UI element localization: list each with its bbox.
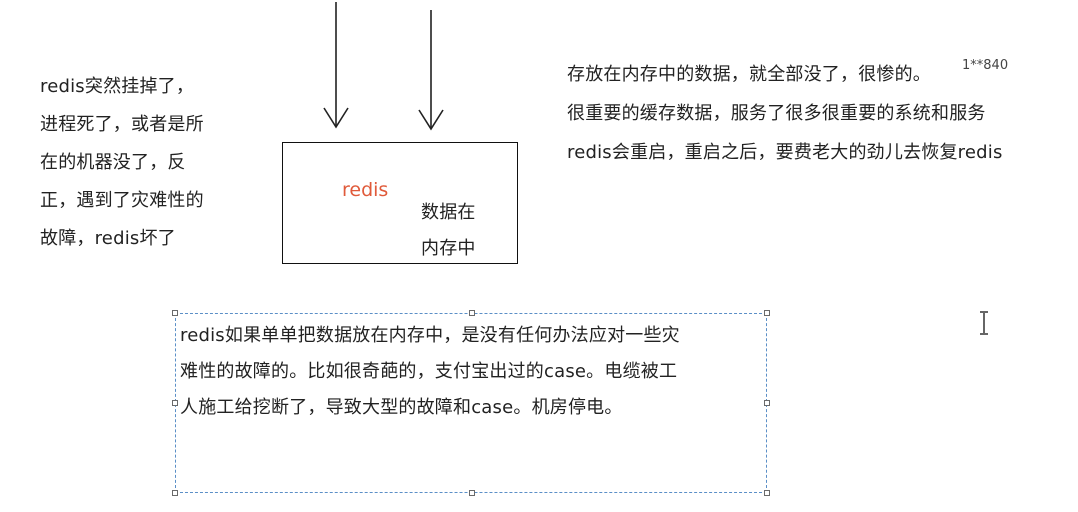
text-cursor-icon (980, 311, 988, 335)
left-annotation-line: 故障，redis坏了 (40, 228, 176, 249)
right-annotation-line: 存放在内存中的数据，就全部没了，很惨的。 (567, 64, 931, 85)
selected-textbox-line: 难性的故障的。比如很奇葩的，支付宝出过的case。电缆被工 (180, 361, 678, 382)
redis-box-caption: 数据在 内存中 (421, 195, 501, 267)
redis-box-caption-line: 内存中 (421, 238, 476, 259)
right-annotation-line: redis会重启，重启之后，要费老大的劲儿去恢复redis (567, 142, 1003, 163)
left-annotation-line: 正，遇到了灾难性的 (40, 190, 204, 211)
resize-handle-w[interactable] (172, 400, 178, 406)
resize-handle-s[interactable] (469, 490, 475, 496)
selected-textbox-frame[interactable] (172, 310, 770, 496)
resize-handle-sw[interactable] (172, 490, 178, 496)
resize-handle-ne[interactable] (764, 310, 770, 316)
selected-textbox-content[interactable]: redis如果单单把数据放在内存中，是没有任何办法应对一些灾 难性的故障的。比如… (180, 318, 770, 426)
arrow-right-head (418, 109, 444, 131)
selected-textbox-line: 人施工给挖断了，导致大型的故障和case。机房停电。 (180, 397, 623, 418)
resize-handle-se[interactable] (764, 490, 770, 496)
redis-box (282, 142, 518, 264)
watermark-text: 1**840 (962, 58, 1009, 73)
right-annotation-line: 很重要的缓存数据，服务了很多很重要的系统和服务 (567, 103, 986, 124)
left-annotation-line: 进程死了，或者是所 (40, 114, 204, 135)
left-annotation-line: redis突然挂掉了， (40, 76, 195, 97)
resize-handle-n[interactable] (469, 310, 475, 316)
right-annotation: 存放在内存中的数据，就全部没了，很惨的。 很重要的缓存数据，服务了很多很重要的系… (567, 55, 1077, 172)
arrow-left-head (323, 107, 349, 129)
left-annotation-line: 在的机器没了，反 (40, 152, 186, 173)
left-annotation: redis突然挂掉了， 进程死了，或者是所 在的机器没了，反 正，遇到了灾难性的… (40, 68, 240, 258)
redis-box-title: redis (342, 179, 389, 201)
redis-box-caption-line: 数据在 (421, 202, 476, 223)
selected-textbox-line: redis如果单单把数据放在内存中，是没有任何办法应对一些灾 (180, 325, 680, 346)
resize-handle-nw[interactable] (172, 310, 178, 316)
resize-handle-e[interactable] (764, 400, 770, 406)
